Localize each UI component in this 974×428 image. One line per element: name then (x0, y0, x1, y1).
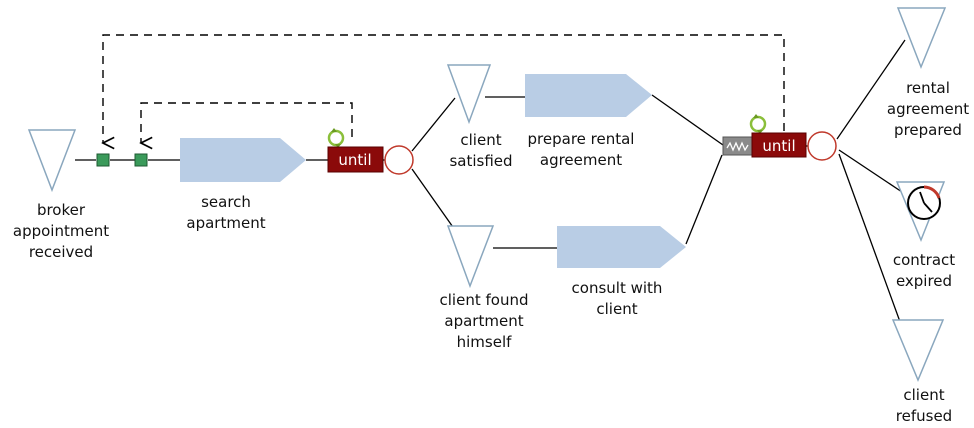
loop-back-lines (103, 34, 785, 143)
loop-port-outer[interactable] (96, 153, 110, 167)
flow-lines (75, 39, 906, 331)
function-shape (525, 74, 652, 117)
event-triangle (891, 319, 945, 382)
until-label: until (338, 151, 371, 169)
outer-until-loop[interactable]: until (722, 114, 807, 158)
loop-arrows-icon (327, 128, 345, 148)
until-box (327, 146, 384, 173)
wave-icon (726, 141, 749, 152)
outcome-connector[interactable] (807, 131, 837, 161)
function-shape (180, 138, 306, 182)
loop-arrows-icon (749, 114, 767, 134)
clock-icon (907, 185, 941, 220)
until-box (751, 132, 807, 158)
until-label: until (762, 137, 795, 155)
split-connector[interactable] (384, 145, 414, 175)
event-triangle (446, 64, 492, 125)
event-triangle (446, 225, 495, 289)
event-triangle (896, 7, 947, 70)
function-shape (557, 226, 686, 268)
loop-port-inner[interactable] (134, 153, 148, 167)
inner-loop-back (141, 102, 353, 143)
event-triangle (27, 129, 77, 193)
outer-loop-back (103, 34, 785, 143)
inner-until-loop[interactable]: until (327, 128, 384, 173)
